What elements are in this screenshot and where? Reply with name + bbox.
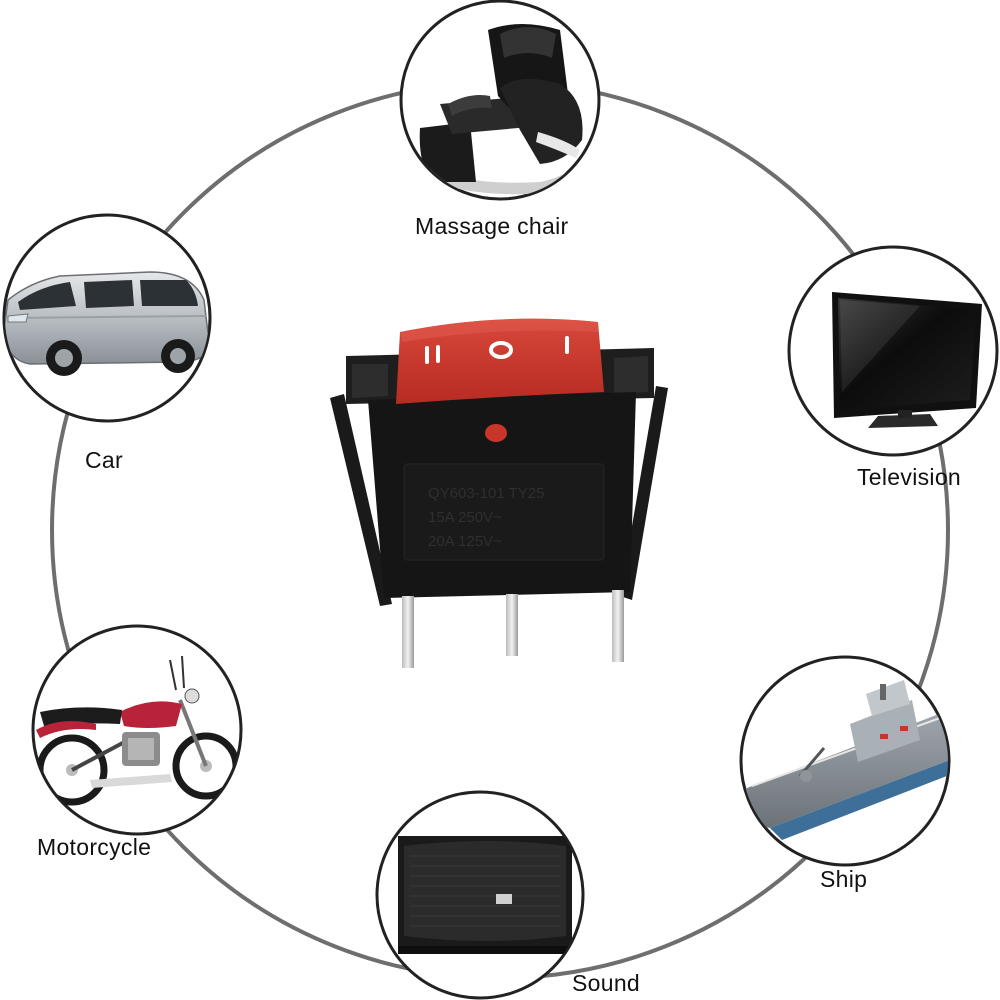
speaker-icon [398, 836, 572, 954]
car-badge [2, 213, 212, 423]
terminal-pin-left [402, 596, 414, 668]
rocker-actuator [396, 318, 604, 404]
label-ship: Ship [820, 866, 868, 892]
label-car: Car [85, 447, 123, 473]
terminal-pin-right [612, 590, 624, 662]
switch-marking-1: QY603-101 TY25 [428, 485, 544, 502]
car-icon [5, 271, 209, 376]
label-massage-chair: Massage chair [415, 213, 569, 239]
label-television: Television [857, 464, 961, 490]
indicator-dot [485, 424, 507, 442]
switch-marking-2: 15A 250V~ [428, 509, 502, 526]
terminal-pin-center [506, 594, 518, 656]
rocker-switch: QY603-101 TY25 15A 250V~ 20A 125V~ [330, 318, 668, 668]
massage-chair-badge [399, 0, 601, 201]
television-badge [787, 245, 999, 457]
speaker-badge [375, 790, 585, 1000]
television-icon [832, 292, 982, 428]
switch-symbols [425, 336, 569, 364]
motorcycle-badge [31, 624, 243, 836]
switch-marking-3: 20A 125V~ [428, 533, 502, 550]
label-sound: Sound [572, 970, 641, 996]
label-motorcycle: Motorcycle [37, 834, 152, 860]
ship-badge [739, 655, 951, 867]
massage-chair-icon [419, 24, 586, 195]
ship-icon [742, 680, 948, 840]
